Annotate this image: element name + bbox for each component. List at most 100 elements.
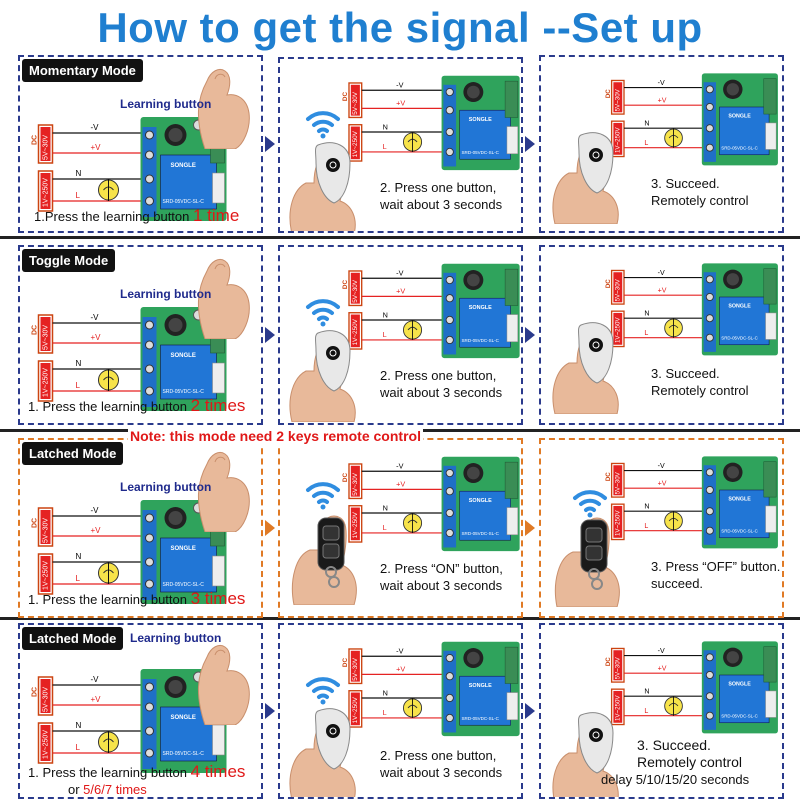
n-label: N — [76, 552, 82, 561]
pos-v-label: +V — [658, 288, 667, 295]
brand-label: SONGLE — [469, 498, 492, 504]
brand-label: SONGLE — [728, 114, 751, 120]
step1-caption: 1.Press the learning button 1 time — [34, 207, 261, 225]
remote-control-icon — [289, 142, 356, 231]
voltage-label-1: 5V~30V — [615, 471, 622, 494]
step2-panel: DC 5V~30V 1V~250V -V +V N L SONGLE SRD-0… — [278, 623, 523, 799]
brand-label: SONGLE — [728, 304, 751, 310]
arrow-icon — [265, 136, 275, 152]
step2-caption: 2. Press one button, wait about 3 second… — [380, 367, 521, 401]
section-divider — [0, 617, 800, 620]
brand-label: SONGLE — [469, 683, 492, 689]
step1-text: 1. Press the learning button — [28, 592, 191, 607]
voltage-label-2: 1V~250V — [352, 318, 359, 345]
step2-line1: 2. Press one button, — [380, 368, 497, 383]
relay-model-label: SRD-05VDC-SL-C — [721, 335, 758, 340]
step1-panel: Toggle Mode Learning button DC 5V~30V 1V… — [18, 245, 263, 425]
step2-panel: DC 5V~30V 1V~250V -V +V N L SONGLE SRD-0… — [278, 438, 523, 618]
remote-control-icon — [289, 708, 356, 797]
voltage-label-2: 1V~250V — [352, 130, 359, 157]
dc-label: DC — [605, 279, 612, 288]
relay-model-label: SRD-05VDC-SL-C — [462, 716, 500, 721]
relay-circuit-diagram: DC 5V~30V 1V~250V -V +V N L SONGLE SRD-0… — [605, 456, 778, 549]
neg-v-label: -V — [658, 463, 665, 470]
step3-panel: DC 5V~30V 1V~250V -V +V N L SONGLE SRD-0… — [539, 623, 784, 799]
step2-caption: 2. Press one button, wait about 3 second… — [380, 179, 521, 213]
pos-v-label: +V — [91, 333, 102, 342]
n-label: N — [76, 169, 82, 178]
step3-line1: 3. Succeed. — [651, 366, 720, 381]
mode-label: Toggle Mode — [22, 249, 116, 272]
step1-highlight: 4 times — [190, 762, 246, 781]
step2-line1: 2. Press “ON” button, — [380, 561, 503, 576]
note-text: Note: this mode need 2 keys remote contr… — [128, 428, 423, 444]
step3-line1: 3. Press “OFF” button. — [651, 559, 781, 574]
voltage-label-1: 5V~30V — [352, 279, 359, 303]
relay-circuit-diagram: DC 5V~30V 1V~250V -V +V N L SONGLE SRD-0… — [342, 263, 520, 359]
neg-v-label: -V — [91, 506, 100, 515]
arrow-icon — [265, 327, 275, 343]
step3-panel: DC 5V~30V 1V~250V -V +V N L SONGLE SRD-0… — [539, 55, 784, 233]
step1-line2-prefix: or — [68, 782, 84, 797]
circuit-area: DC 5V~30V 1V~250V -V +V N L SONGLE SRD-0… — [340, 251, 521, 374]
l-label: L — [76, 574, 81, 583]
voltage-label-2: 1V~250V — [615, 694, 622, 721]
relay-model-label: SRD-05VDC-SL-C — [163, 389, 205, 395]
two-key-remote-icon — [291, 515, 357, 606]
step1-text: 1.Press the learning button — [34, 209, 193, 224]
brand-label: SONGLE — [171, 546, 196, 552]
n-label: N — [644, 689, 649, 696]
dc-label: DC — [605, 89, 612, 98]
voltage-label-1: 5V~30V — [615, 656, 622, 679]
step2-line2: wait about 3 seconds — [380, 197, 503, 212]
voltage-label-2: 1V~250V — [615, 509, 622, 536]
step3-line2: succeed. — [651, 576, 704, 591]
brand-label: SONGLE — [728, 682, 751, 688]
mode-label: Latched Mode — [22, 442, 124, 465]
relay-circuit-diagram: DC 5V~30V 1V~250V -V +V N L SONGLE SRD-0… — [605, 263, 778, 356]
voltage-label-1: 5V~30V — [43, 687, 50, 712]
voltage-label-2: 1V~250V — [43, 561, 50, 590]
dc-label: DC — [605, 657, 612, 666]
voltage-label-1: 5V~30V — [43, 325, 50, 350]
voltage-label-1: 5V~30V — [615, 278, 622, 301]
arrow-icon — [525, 520, 535, 536]
relay-model-label: SRD-05VDC-SL-C — [462, 531, 500, 536]
brand-label: SONGLE — [171, 163, 196, 169]
pos-v-label: +V — [396, 480, 405, 489]
arrow-icon — [525, 136, 535, 152]
neg-v-label: -V — [658, 270, 665, 277]
section-divider — [0, 236, 800, 239]
step3-panel: DC 5V~30V 1V~250V -V +V N L SONGLE SRD-0… — [539, 438, 784, 618]
l-label: L — [383, 330, 387, 339]
relay-circuit-diagram: DC 5V~30V 1V~250V -V +V N L SONGLE SRD-0… — [342, 641, 520, 737]
step1-panel: Latched Mode Learning button DC 5V~30V 1… — [18, 623, 263, 799]
l-label: L — [383, 523, 387, 532]
dc-label: DC — [32, 325, 39, 335]
n-label: N — [383, 122, 388, 131]
dc-label: DC — [342, 92, 349, 102]
voltage-label-1: 5V~30V — [352, 91, 359, 115]
dc-label: DC — [342, 658, 349, 668]
step1-text: 1. Press the learning button — [28, 399, 191, 414]
step1-panel: Latched Mode Learning button DC 5V~30V 1… — [18, 438, 263, 618]
wireless-signal-icon — [306, 677, 340, 705]
n-label: N — [383, 310, 388, 319]
dc-label: DC — [342, 280, 349, 290]
step2-panel: DC 5V~30V 1V~250V -V +V N L SONGLE SRD-0… — [278, 57, 523, 233]
remote-control-icon — [552, 712, 619, 797]
step3-caption: 3. Succeed. Remotely control — [651, 175, 782, 209]
arrow-icon — [265, 703, 275, 719]
neg-v-label: -V — [396, 269, 403, 278]
circuit-area: DC 5V~30V 1V~250V -V +V N L SONGLE SRD-0… — [28, 103, 233, 231]
voltage-label-2: 1V~250V — [43, 178, 50, 207]
neg-v-label: -V — [91, 675, 100, 684]
step3-line2: Remotely control — [637, 754, 743, 770]
relay-model-label: SRD-05VDC-SL-C — [721, 713, 758, 718]
relay-model-label: SRD-05VDC-SL-C — [462, 150, 500, 155]
voltage-label-2: 1V~250V — [352, 696, 359, 723]
voltage-label-1: 5V~30V — [352, 657, 359, 681]
brand-label: SONGLE — [469, 117, 492, 123]
pos-v-label: +V — [396, 665, 405, 674]
pos-v-label: +V — [91, 526, 102, 535]
